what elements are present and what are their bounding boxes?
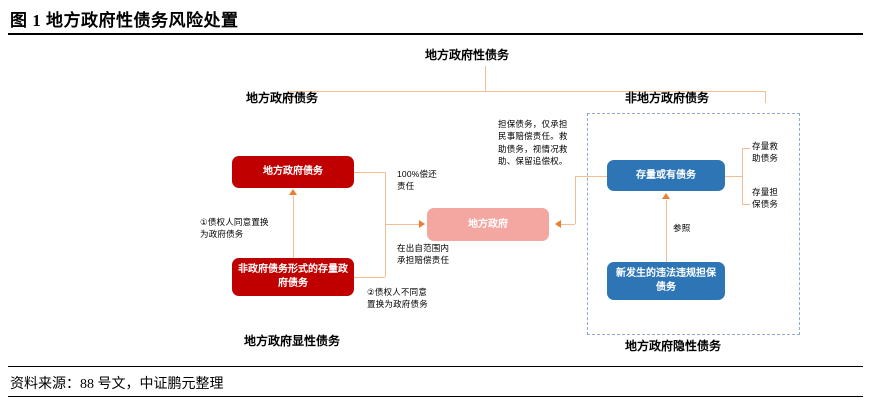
connector-stockdebt-to-junction	[354, 277, 385, 278]
edge-label-swap-disagree: ②债权人不同意置换为政府债务	[367, 287, 428, 310]
implicit-debt-region	[587, 113, 800, 335]
footer-divider-top	[8, 366, 863, 367]
category-label-stock-rescue-debt: 存量救助债务	[752, 141, 779, 164]
connector-split-bar	[290, 91, 765, 92]
figure-source: 资料来源：88 号文，中证鹏元整理	[10, 377, 224, 392]
connector-reference-arrowhead-icon	[662, 193, 670, 199]
connector-right-bracket-vertical	[742, 148, 743, 204]
connector-swap-vertical	[293, 196, 294, 258]
connector-bracket-top	[742, 148, 750, 149]
connector-bracket-bottom	[742, 204, 750, 205]
node-root-label: 地方政府性债务	[425, 48, 510, 62]
figure-title-bar: 图 1 地方政府性债务风险处置	[0, 0, 871, 36]
edge-label-full-repayment: 100%偿还责任	[397, 169, 437, 192]
note-guarantee-liability: 担保债务，仅承担民事赔偿责任。救助债务，视情况救助、保留追偿权。	[498, 119, 568, 166]
edge-label-limited-liability: 在出自范围内承担赔偿责任	[397, 243, 450, 266]
connector-government-arrowhead-right-icon	[555, 220, 561, 228]
node-stock-contingent-debt[interactable]: 存量或有债务	[607, 160, 725, 191]
caption-explicit-debt: 地方政府显性债务	[244, 334, 341, 348]
connector-junction-to-government	[385, 224, 421, 225]
branch-label-right: 非地方政府债务	[625, 91, 710, 105]
node-local-government[interactable]: 地方政府	[427, 208, 549, 241]
connector-contingent-right-stem	[725, 176, 742, 177]
connector-root-stem	[485, 66, 486, 91]
footer-divider-bottom	[8, 396, 863, 397]
connector-government-arrowhead-left-icon	[419, 220, 425, 228]
connector-right-drop	[765, 91, 766, 103]
branch-label-left: 地方政府债务	[246, 91, 319, 105]
edge-label-reference: 参照	[673, 223, 691, 233]
category-label-stock-guarantee-debt: 存量担保债务	[752, 187, 779, 210]
title-divider	[8, 33, 863, 35]
connector-contingent-left-vertical	[575, 176, 576, 224]
connector-swap-arrowhead-icon	[289, 189, 297, 195]
connector-left-drop	[290, 91, 291, 103]
caption-implicit-debt: 地方政府隐性债务	[625, 339, 722, 353]
figure-title: 图 1 地方政府性债务风险处置	[10, 11, 239, 30]
edge-label-swap-agree: ①债权人同意置换为政府债务	[200, 217, 269, 240]
connector-localdebt-to-junction	[354, 172, 385, 173]
node-local-gov-debt[interactable]: 地方政府债务	[232, 156, 354, 188]
node-new-illegal-guarantee-debt[interactable]: 新发生的违法违规担保债务	[607, 262, 725, 300]
connector-reference-vertical	[666, 200, 667, 262]
node-stock-gov-debt-nonform[interactable]: 非政府债务形式的存量政府债务	[232, 258, 354, 296]
connector-contingent-to-government	[561, 224, 575, 225]
connector-contingent-left-stem	[575, 176, 607, 177]
